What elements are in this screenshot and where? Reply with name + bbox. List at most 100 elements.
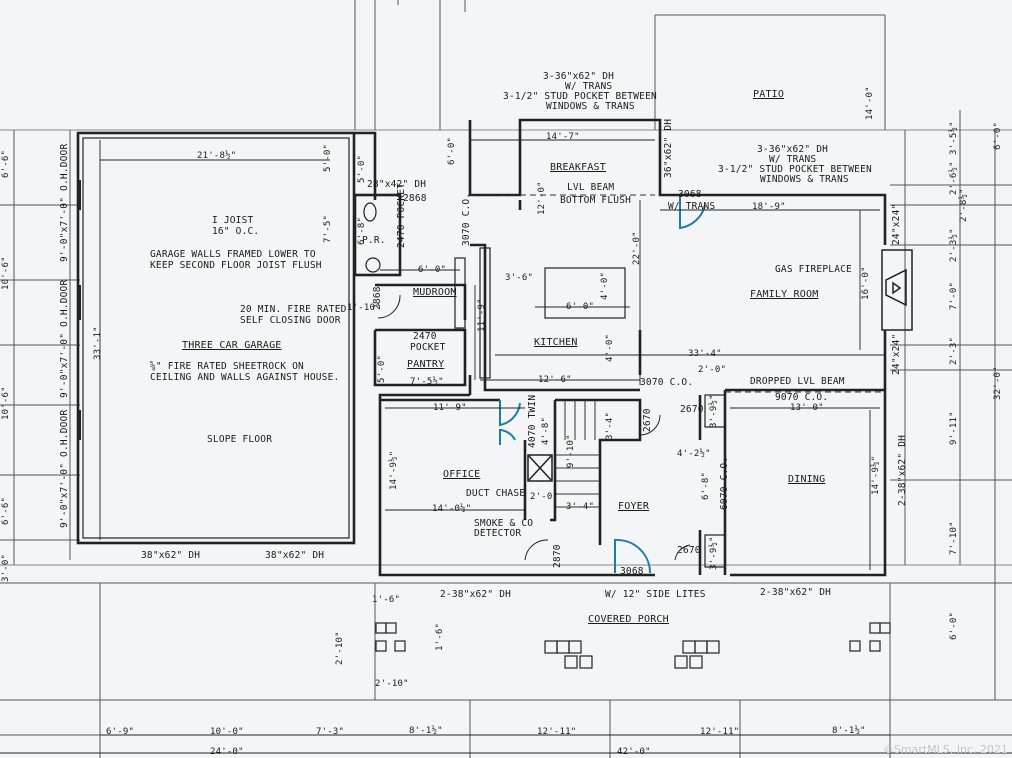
dim-garage-depth: 33'-1" [93, 326, 103, 360]
dim-left-4: 6'-6" [1, 496, 11, 525]
dim-right-8: 7'-10" [949, 521, 959, 555]
note-window-top-3: 3-1/2" STUD POCKET BETWEEN [503, 91, 657, 102]
dim-11-9: 11'-9" [433, 403, 467, 413]
door-swings-interior [377, 294, 691, 561]
dim-3-6: 3'-6" [505, 273, 534, 283]
dim-4-0a: 4'-0" [600, 271, 610, 300]
dim-14-0a: 14'-0½" [432, 504, 472, 514]
dim-6-0c: 6'-0" [447, 136, 457, 165]
dim-3-9a: 3'-9½" [709, 394, 719, 428]
dim-right-9: 6'-0" [949, 611, 959, 640]
dim-4-2: 4'-2½" [677, 449, 711, 459]
dim-14-0r: 14'-0" [865, 86, 875, 120]
dim-right-1: 3'-5½" [949, 121, 959, 155]
code-2670-b: 2670 [680, 404, 704, 415]
room-label-breakfast: BREAKFAST [550, 162, 606, 173]
room-label-three-car-garage: THREE CAR GARAGE [182, 340, 282, 351]
closets [454, 257, 726, 568]
code-3068-top: 3068 [678, 189, 702, 200]
dim-14-9a: 14'-9½" [389, 450, 399, 490]
dim-4-8: 4'-8" [541, 416, 551, 445]
note-window-right-1: 3-36"x62" DH [757, 144, 829, 155]
note-twin: 4070 TWIN [527, 394, 538, 448]
note-duct-chase: DUCT CHASE [466, 488, 526, 499]
note-pocket-word: POCKET [410, 342, 446, 353]
dim-bottom-5: 12'-11" [537, 727, 577, 737]
dim-bottom-6: 12'-11" [700, 727, 740, 737]
room-label-office: OFFICE [443, 469, 481, 480]
dim-bottom-4: 8'-1½" [409, 726, 443, 736]
room-label-foyer: FOYER [618, 501, 650, 512]
dim-right-7: 9'-11" [949, 411, 959, 445]
note-lvl-beam: LVL BEAM [567, 182, 615, 193]
code-2470-pr: 2470 POCKET [396, 182, 407, 248]
note-sheetrock-1: ⅝" FIRE RATED SHEETROCK ON [150, 361, 304, 372]
note-window-top-2: W/ TRANS [565, 81, 613, 92]
note-window-right-3: 3-1/2" STUD POCKET BETWEEN [718, 164, 872, 175]
note-fire-door-1: 20 MIN. FIRE RATED [240, 304, 347, 315]
dim-2-0: 2'-0" [698, 365, 727, 375]
dim-left-1: 6'-6" [1, 149, 11, 178]
window-label-garage-1: 38"x62" DH [141, 550, 201, 561]
dim-right-2: 2'-6½" [949, 161, 959, 195]
room-label-patio: PATIO [753, 89, 785, 100]
dim-left-3: 10'-6" [1, 386, 11, 420]
window-label-front-2: 2-38"x62" DH [760, 587, 832, 598]
dim-3-9b: 3'-9½" [709, 536, 719, 570]
dim-right-11: 32'-0" [993, 366, 1003, 400]
dim-6-0: 6'-0" [418, 265, 447, 275]
dim-9-10: 9'-10" [566, 434, 576, 468]
dim-3-4: 3'-4" [605, 411, 615, 440]
dim-4-0b: 4'-0" [605, 333, 615, 362]
note-smoke-2: DETECTOR [474, 528, 522, 539]
note-joist-2: 16" O.C. [212, 226, 260, 237]
room-label-mudroom: MUDROOM [413, 287, 457, 298]
window-label-fr-24a: 24"x24" [891, 203, 902, 245]
note-dropped-lvl-beam: DROPPED LVL BEAM [750, 376, 845, 387]
note-smoke-1: SMOKE & CO [474, 518, 534, 529]
note-garage-walls-2: KEEP SECOND FLOOR JOIST FLUSH [150, 260, 322, 271]
dim-porch-1-6b: 1'-6" [435, 622, 445, 651]
dim-7-5h: 7'-5½" [410, 377, 444, 387]
dim-2-0b: 2'-0" [530, 492, 559, 502]
code-36x62-side: 36"x62" DH [663, 118, 674, 178]
room-label-powder-room: P.R. [362, 235, 386, 246]
dim-6-0b: 6'-0" [566, 302, 595, 312]
dim-left-2: 10'-6" [1, 256, 11, 290]
code-2868-top: 2868 [403, 193, 427, 204]
note-w-trans: W/ TRANS [668, 201, 716, 212]
room-label-pantry: PANTRY [407, 359, 445, 370]
room-label-family-room: FAMILY ROOM [750, 289, 819, 300]
window-label-garage-2: 38"x62" DH [265, 550, 325, 561]
note-pocket-2470: 2470 [413, 331, 437, 342]
dim-5-0c: 5'-0" [377, 354, 387, 383]
stairs [555, 400, 600, 508]
dim-right-3: 2'-8½" [959, 188, 969, 222]
overhead-door-label-2: 9'-0"x7'-0" O.H.DOOR [59, 279, 70, 398]
dim-12-0: 12'-0" [537, 181, 547, 215]
window-label-front-1: 2-38"x62" DH [440, 589, 512, 600]
dim-3-4b: 3'-4" [566, 502, 595, 512]
dim-bottom-1: 6'-9" [106, 727, 135, 737]
room-label-covered-porch: COVERED PORCH [588, 614, 669, 625]
note-gas-fireplace: GAS FIREPLACE [775, 264, 852, 275]
note-window-right-4: WINDOWS & TRANS [760, 174, 849, 185]
code-2670-a: 2670 [642, 408, 653, 432]
dim-breakfast-width: 14'-7" [546, 132, 580, 142]
dim-7-5: 7'-5" [323, 214, 333, 243]
overhead-door-label-3: 9'-0"x7'-0" O.H.DOOR [59, 409, 70, 528]
dim-left-5: 3'-0" [1, 553, 11, 582]
dim-14-9b: 14'-9½" [871, 455, 881, 495]
room-label-dining: DINING [788, 474, 826, 485]
dim-right-6: 2'-3" [949, 336, 959, 365]
dim-bottom-3: 7'-3" [316, 727, 345, 737]
note-bottom-flush: BOTTOM FLUSH [560, 195, 632, 206]
watermark: ©SmartMLS, Inc. 2021 [882, 743, 1008, 756]
note-fire-door-2: SELF CLOSING DOOR [240, 315, 341, 326]
code-3070-co-kitchen: 3070 C.O. [640, 377, 694, 388]
powder-room-fixtures [363, 202, 381, 273]
beam-lines [470, 194, 885, 393]
dim-6-8: 6'-8" [701, 471, 711, 500]
dimension-lines [0, 139, 1012, 754]
